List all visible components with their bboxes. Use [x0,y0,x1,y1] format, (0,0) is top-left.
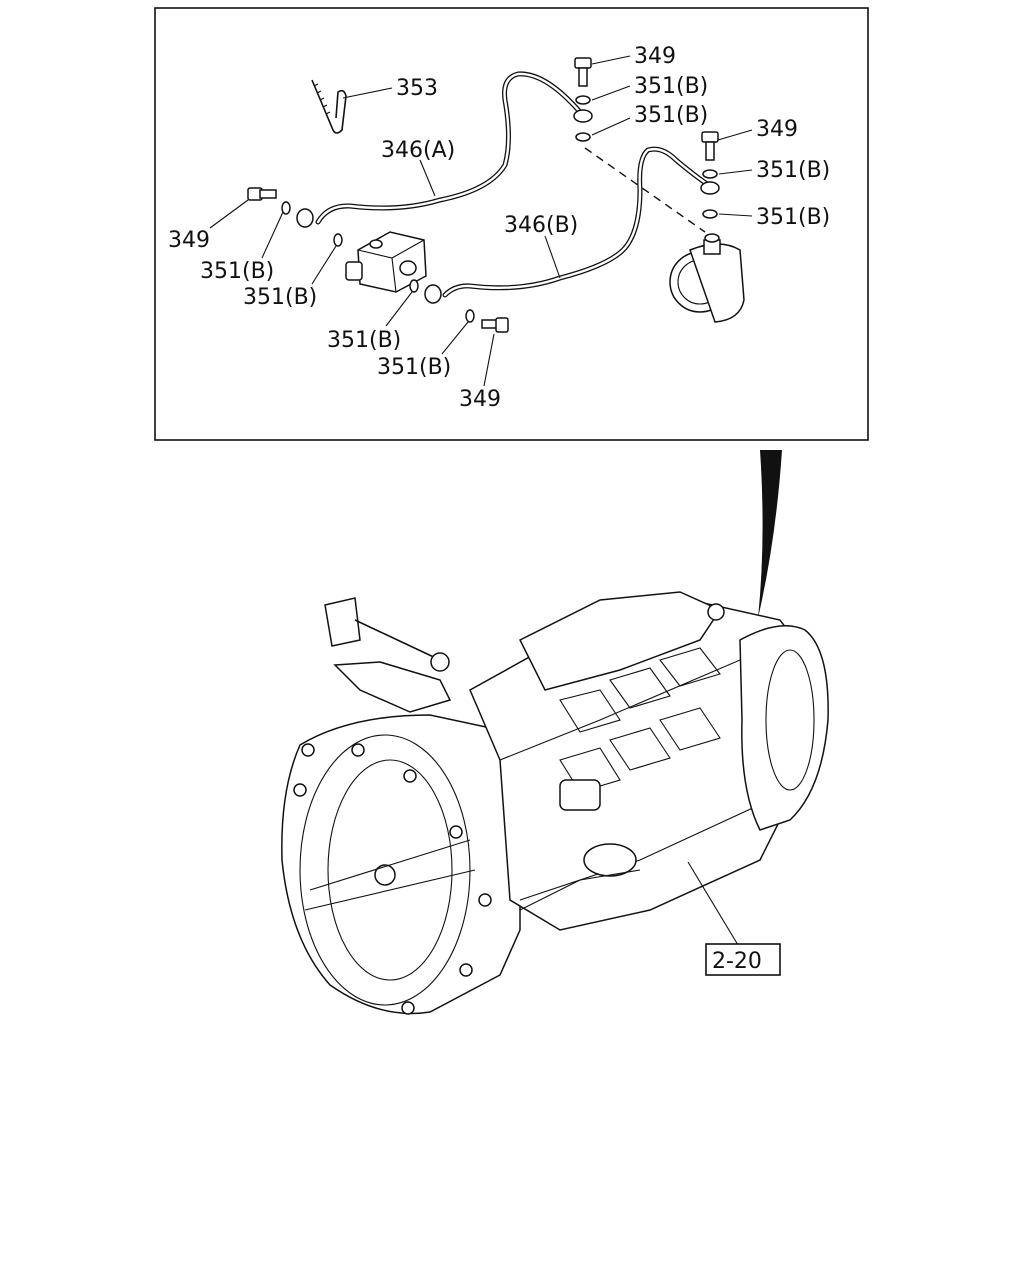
callout-349-right: 349 [756,117,798,142]
callout-351b-left-1: 351(B) [200,259,274,284]
callout-346b: 346(B) [504,213,578,238]
routing-dashed-line [584,147,706,233]
pipe-346a-drawing [315,71,583,225]
callout-349-left: 349 [168,228,210,253]
valve-block-drawing [345,231,427,293]
callout-351b-right-2: 351(B) [756,205,830,230]
clutch-servo-drawing [669,233,745,323]
reference-label-2-20: 2-20 [712,949,762,974]
inset-leader-wedge [758,450,782,618]
callout-351b-top-2: 351(B) [634,103,708,128]
callout-346a: 346(A) [381,138,455,163]
callout-353: 353 [396,76,438,101]
callout-349-bottom: 349 [459,387,501,412]
leader-lines [209,55,753,387]
transmission-drawing [281,591,829,1015]
bolt-349-bottom-drawing [409,279,509,333]
callout-351b-top-1: 351(B) [634,74,708,99]
reference-box [705,943,781,976]
clip-353-drawing [311,79,347,134]
pipe-346b-drawing [442,146,713,298]
bolt-349-top-drawing [573,57,593,142]
callout-349-top: 349 [634,44,676,69]
reference-leader [687,861,739,946]
bolt-349-left-drawing [247,187,343,247]
callout-351b-lower-1: 351(B) [327,328,401,353]
bolt-349-right-drawing [700,131,720,219]
callout-351b-lower-2: 351(B) [377,355,451,380]
callout-351b-left-2: 351(B) [243,285,317,310]
callout-351b-right-1: 351(B) [756,158,830,183]
